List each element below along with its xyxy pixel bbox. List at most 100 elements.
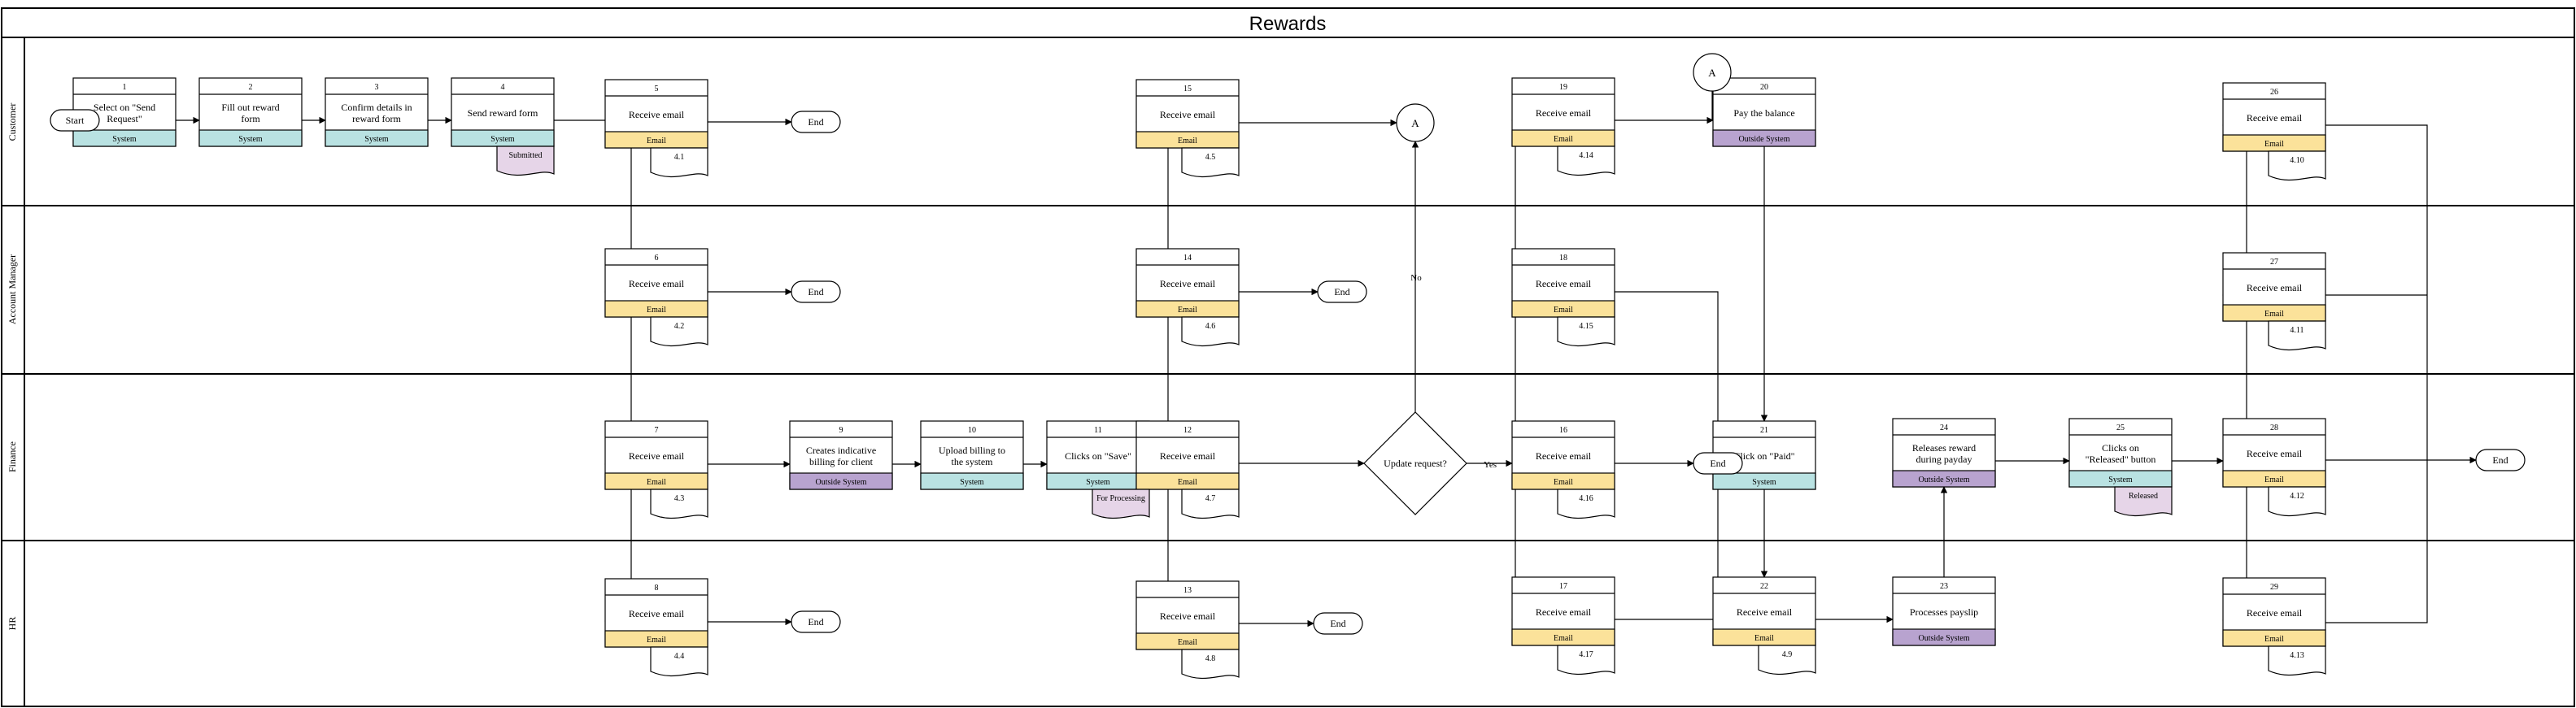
document-4.12: 4.12 <box>2268 486 2326 517</box>
terminator-label: End <box>808 116 823 128</box>
document-label: 4.11 <box>2290 326 2304 335</box>
end-terminator: End <box>1313 612 1363 635</box>
step-number: 12 <box>1183 426 1192 435</box>
document-outline <box>1181 316 1240 347</box>
document-outline <box>2114 486 2173 517</box>
step-label: Receive email <box>1160 610 1216 622</box>
document-4.8: 4.8 <box>1181 649 1240 680</box>
step-number: 18 <box>1559 254 1567 263</box>
step-tag: Email <box>647 137 666 146</box>
document-outline <box>650 646 708 677</box>
step-number: 10 <box>968 426 976 435</box>
document-outline <box>1181 649 1240 680</box>
document-label: 4.16 <box>1579 494 1593 503</box>
step-label-line: Request" <box>107 113 142 124</box>
step-tag: Email <box>1554 306 1573 315</box>
terminator-shape <box>2475 449 2526 471</box>
document-label: 4.7 <box>1205 494 1216 503</box>
lane-label-hr: HR <box>7 617 18 631</box>
step-number: 4 <box>501 83 505 92</box>
document-outline <box>1557 316 1615 347</box>
step-tag: System <box>238 135 263 144</box>
step-label-line: "Released" button <box>2086 454 2156 465</box>
step-label: Receive email <box>2247 448 2303 459</box>
document-outline <box>1557 489 1615 519</box>
step-label: Receive email <box>1160 109 1216 120</box>
end-terminator: End <box>2475 449 2526 471</box>
step-tag: Email <box>647 478 666 487</box>
step-tag: System <box>1752 478 1776 487</box>
step-number: 13 <box>1183 586 1192 595</box>
decision-no-label: No <box>1410 273 1422 283</box>
start-terminator: Start <box>50 109 100 132</box>
step-label-line: Fill out reward <box>221 102 279 113</box>
step-number: 3 <box>375 83 379 92</box>
step-label: Receive email <box>1536 278 1592 289</box>
step-number: 22 <box>1760 582 1768 591</box>
pool-frame <box>1 7 2575 707</box>
document-label: 4.4 <box>674 652 685 661</box>
step-number: 5 <box>655 85 659 93</box>
step-tag-system <box>72 129 177 147</box>
document-4.13: 4.13 <box>2268 645 2326 676</box>
step-tag: Email <box>2264 476 2284 484</box>
decision-diamond <box>1363 411 1467 515</box>
document-label: 4.8 <box>1205 654 1216 663</box>
terminator-label: End <box>1334 286 1349 298</box>
document-label: 4.12 <box>2290 492 2304 501</box>
terminator-shape <box>791 280 841 303</box>
terminator-label: End <box>808 616 823 628</box>
diagram-title: Rewards <box>1249 13 1327 35</box>
document-4.9: 4.9 <box>1758 645 1816 675</box>
step-number: 16 <box>1559 426 1567 435</box>
lanes: Customer Account Manager Finance HR <box>2 37 2574 706</box>
document-outline <box>1557 645 1615 675</box>
step-label: Clicks on"Released" button <box>2086 442 2156 465</box>
document-outline <box>650 489 708 519</box>
document-4.16: 4.16 <box>1557 489 1615 519</box>
step-number: 25 <box>2116 423 2125 432</box>
step-label: Receive email <box>629 450 685 462</box>
decision-update-request: Update request? <box>1363 411 1467 515</box>
off-page-connector-a: A <box>1693 53 1732 92</box>
connector-label: A <box>1411 117 1419 129</box>
step-tag: System <box>960 478 984 487</box>
step-tag: Email <box>1178 638 1197 647</box>
step-tag-outside <box>1892 470 1996 488</box>
document-4.7: 4.7 <box>1181 489 1240 519</box>
